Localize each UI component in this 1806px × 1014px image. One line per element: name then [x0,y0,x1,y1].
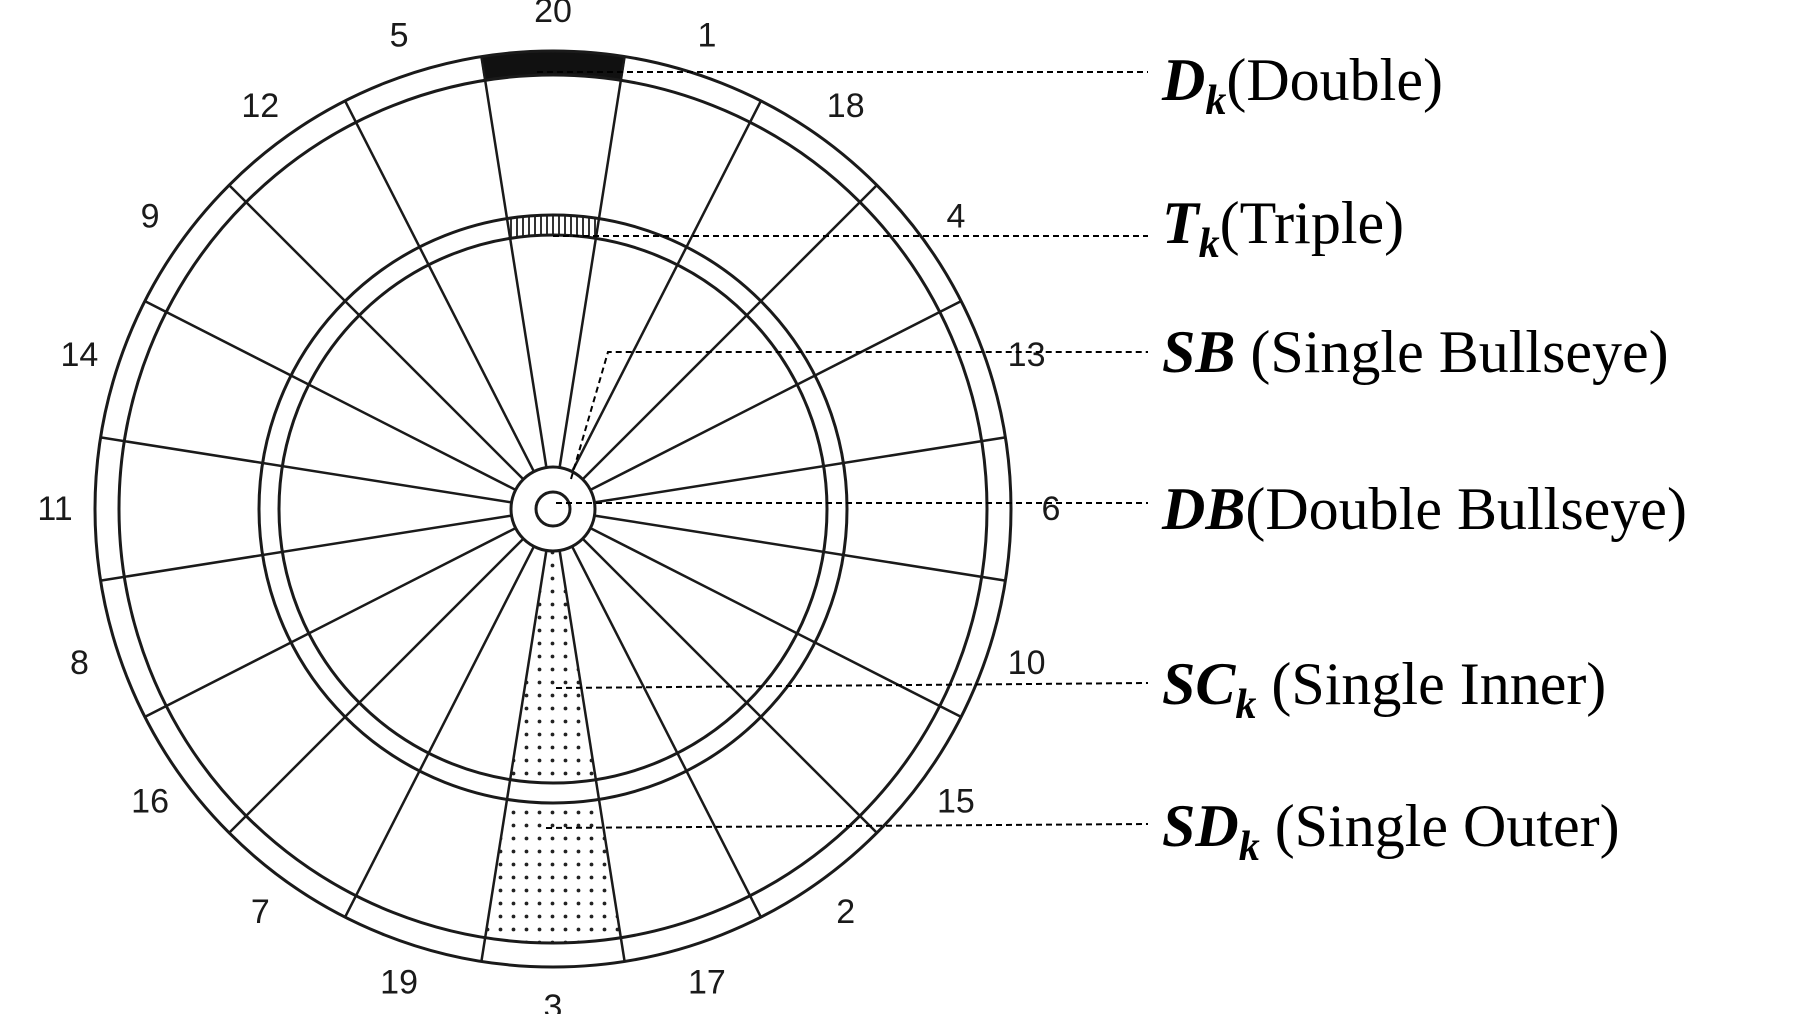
leader-line-single-bullseye [570,351,1148,480]
sector-divider [228,184,525,481]
sector-number: 14 [60,336,98,374]
sector-numbers: 20 1 18 4 13 6 10 15 2 17 3 19 7 16 8 11 14 9 12 5 [37,0,1060,1014]
sector-number: 1 [697,16,716,54]
label-double-bullseye: DB(Double Bullseye) [1161,476,1687,542]
double-ring-outer-edge [93,49,1013,969]
sector-number: 2 [836,893,855,931]
sector-divider [480,56,548,468]
sector-divider [570,545,763,918]
sector-divider [100,436,512,504]
sector-number: 7 [251,893,270,931]
sector-divider [343,545,536,918]
label-single-bullseye: SB (Single Bullseye) [1162,319,1669,385]
leader-line-single-inner [555,682,1149,689]
sector-number: 13 [1008,336,1046,374]
sector-number: 3 [544,988,563,1014]
sector-divider [589,526,962,719]
label-triple: Tk(Triple) [1162,190,1404,267]
leader-lines [537,71,1149,829]
sector-number: 19 [380,964,418,1002]
sector-divider [144,299,517,492]
sector-number: 20 [534,0,572,30]
sector-number: 9 [141,197,160,235]
double-bullseye-ring [534,490,572,528]
single-inner-segment-3 [510,550,596,783]
sector-number: 10 [1008,644,1046,682]
sector-number: 8 [70,644,89,682]
triple-ring-outer-edge [257,213,849,805]
sector-divider [144,526,517,719]
sector-divider [589,299,962,492]
single-bullseye-ring [509,465,597,553]
sector-number: 4 [946,197,965,235]
sector-divider [343,100,536,473]
region-labels: Dk(Double) Tk(Triple) SB (Single Bullsey… [1161,47,1687,870]
sector-number: 11 [37,490,72,528]
sector-divider [100,514,512,582]
sector-divider [594,436,1006,504]
sector-number: 15 [937,783,975,821]
leader-line-single-outer [545,823,1149,829]
sector-number: 5 [390,16,409,54]
sector-number: 12 [241,87,279,125]
sector-divider [558,550,626,962]
sector-number: 16 [131,783,169,821]
double-ring-inner-edge [117,73,989,945]
sector-divider [228,537,525,834]
label-single-outer: SDk (Single Outer) [1162,793,1620,870]
sector-number: 6 [1042,490,1061,528]
sector-divider [570,100,763,473]
single-outer-segment-3 [485,799,621,944]
sector-divider [480,550,548,962]
sector-divider [594,514,1006,582]
sector-number: 17 [688,964,726,1002]
label-single-inner: SCk (Single Inner) [1162,651,1606,728]
sector-number: 18 [827,87,865,125]
sector-divider [558,56,626,468]
sector-divider [581,184,878,481]
label-double: Dk(Double) [1161,47,1443,124]
